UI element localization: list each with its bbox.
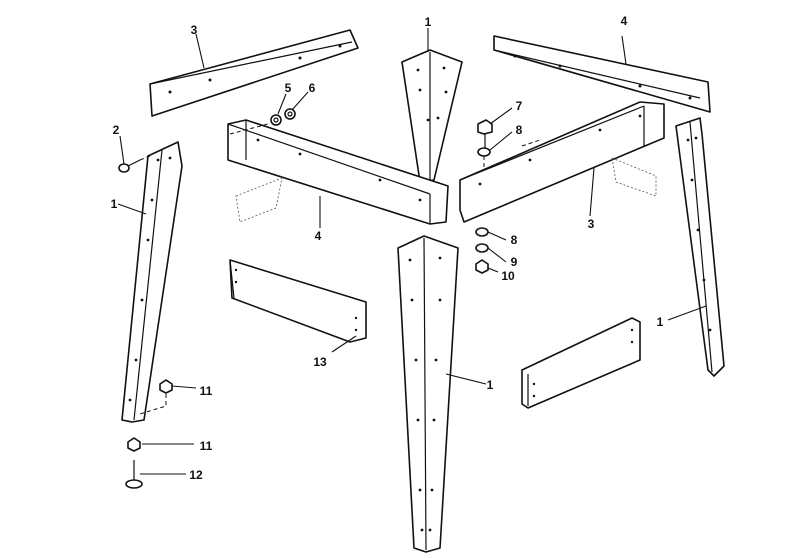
- brace-shadow-right: [611, 157, 657, 197]
- right-apron-alignment-line: [521, 139, 541, 147]
- leader-lines: [117, 28, 707, 475]
- callout-3-top-apron: 3: [191, 23, 198, 37]
- callout-6-washer: 6: [309, 81, 316, 95]
- callout-8-washer-top: 8: [516, 123, 523, 137]
- callout-1-center-leg: 1: [487, 378, 494, 392]
- callout-11-nut-top: 11: [200, 384, 213, 398]
- callout-13-brace: 13: [313, 355, 327, 369]
- callout-12-leveler: 12: [189, 468, 203, 482]
- callout-4-top-apron: 4: [621, 14, 628, 28]
- apron-right: [459, 101, 665, 223]
- callout-1-back-leg: 1: [425, 15, 432, 29]
- lock-washer: [284, 108, 296, 120]
- leveler-nut-top: [159, 379, 173, 394]
- callout-11-nut-bottom: 11: [200, 439, 213, 453]
- flat-washer-top: [477, 147, 491, 157]
- apron-center: [227, 119, 449, 225]
- leg-right: [675, 117, 725, 377]
- callout-10-nut: 10: [501, 269, 515, 283]
- leg-center: [397, 235, 459, 553]
- leveling-foot: [125, 460, 143, 489]
- hex-bolt: [477, 119, 493, 148]
- brace-lower-right: [521, 317, 641, 409]
- nut: [270, 114, 282, 126]
- apron-top-left: [149, 29, 359, 117]
- leg-back: [401, 49, 463, 183]
- bolt-alignment-line: [139, 155, 151, 161]
- callout-1-left-leg: 1: [111, 197, 118, 211]
- callout-3-right-apron: 3: [588, 217, 595, 231]
- leveler-alignment-line: [139, 394, 167, 415]
- callout-5-nut: 5: [285, 81, 292, 95]
- apron-top-right: [493, 35, 711, 113]
- leg-left: [121, 141, 183, 423]
- carriage-bolt: [118, 159, 141, 173]
- callout-9-lock-washer: 9: [511, 255, 518, 269]
- hex-nut: [475, 259, 489, 274]
- callout-4-center-apron: 4: [315, 229, 322, 243]
- lock-washer-bottom: [475, 243, 489, 253]
- flat-washer-bottom: [475, 227, 489, 237]
- brace-lower-left: [229, 259, 367, 343]
- leveler-nut-bottom: [127, 437, 141, 452]
- brace-shadow-left: [235, 177, 283, 223]
- callout-1-right-leg: 1: [657, 315, 664, 329]
- callout-7-bolt: 7: [516, 99, 523, 113]
- callout-8-washer-bottom: 8: [511, 233, 518, 247]
- callout-2-bolt: 2: [113, 123, 120, 137]
